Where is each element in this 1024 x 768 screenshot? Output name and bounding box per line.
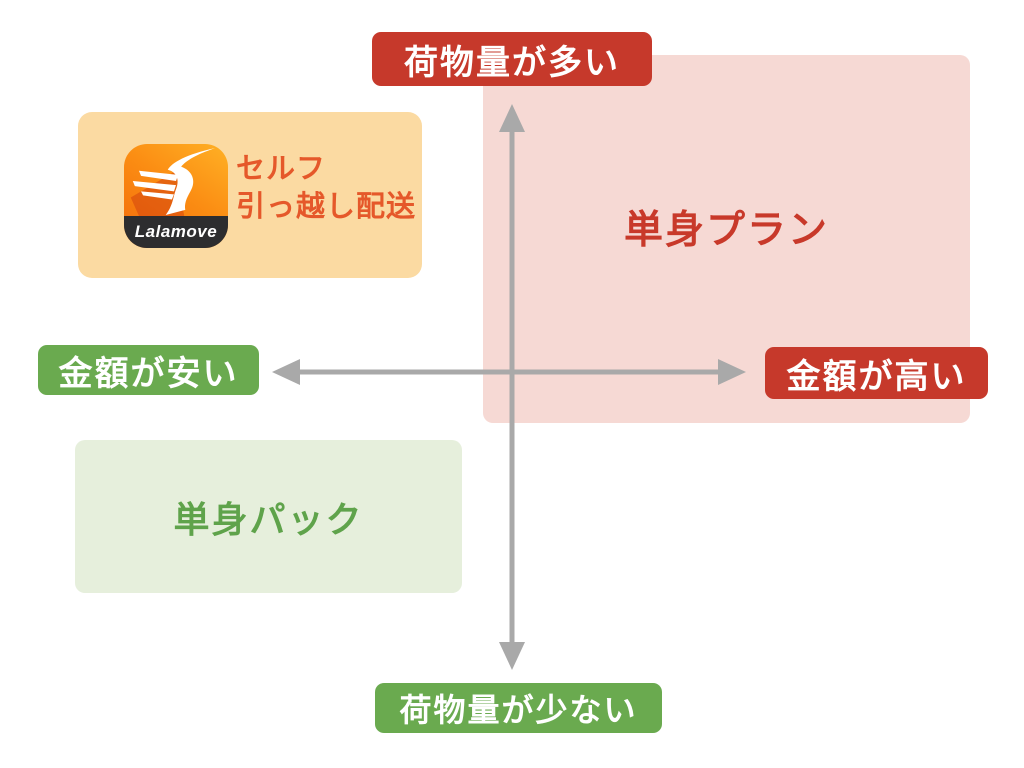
axis-label-bottom: 荷物量が少ない <box>375 683 662 733</box>
card-title-line2: 引っ越し配送 <box>236 191 417 223</box>
lalamove-card: Lalamove セルフ 引っ越し配送 <box>78 112 422 278</box>
axis-label-right: 金額が高い <box>765 347 988 399</box>
quadrant-bottom-left: 単身パック <box>75 440 462 593</box>
arrow-down-icon <box>499 642 525 670</box>
lalamove-logo-text: Lalamove <box>134 221 218 241</box>
lalamove-app-icon: Lalamove <box>124 144 228 248</box>
quadrant-bottom-left-label: 単身パック <box>173 498 364 540</box>
axis-label-left: 金額が安い <box>38 345 259 395</box>
lalamove-card-title: セルフ 引っ越し配送 <box>236 150 416 226</box>
axis-label-top: 荷物量が多い <box>372 32 652 86</box>
lalamove-logo-band: Lalamove <box>124 215 228 248</box>
hummingbird-icon <box>130 148 216 216</box>
arrow-left-icon <box>272 359 300 385</box>
quadrant-top-right-label: 単身プラン <box>623 209 829 252</box>
card-title-line1: セルフ <box>236 153 327 185</box>
